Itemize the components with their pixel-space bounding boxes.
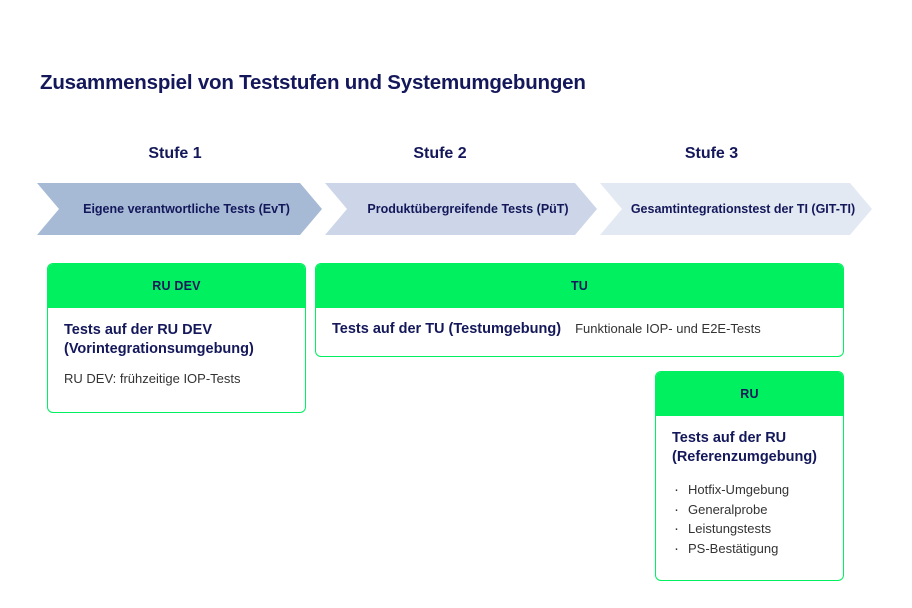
page-title: Zusammenspiel von Teststufen und Systemu…	[40, 71, 586, 94]
list-item: Hotfix-Umgebung	[672, 479, 827, 501]
stage-arrow-3: Gesamtintegrationstest der TI (GIT-TI)	[600, 183, 872, 235]
stage-arrow-2: Produktübergreifende Tests (PüT)	[325, 183, 597, 235]
environment-note-ru-dev: RU DEV: frühzeitige IOP-Tests	[64, 371, 241, 387]
stage-arrow-label-1: Eigene verantwortliche Tests (EvT)	[83, 202, 290, 216]
environment-card-tu: TU Tests auf der TU (Testumgebung) Funkt…	[315, 263, 844, 357]
stage-caption-2: Stufe 2	[413, 145, 467, 162]
list-item: Generalprobe	[672, 499, 827, 521]
stage-arrow-label-2: Produktübergreifende Tests (PüT)	[367, 202, 569, 216]
stage-caption-3: Stufe 3	[684, 145, 739, 162]
test-stage-arrow-band: Eigene verantwortliche Tests (EvT) Produ…	[37, 183, 872, 235]
environment-bullet-list-ru: Hotfix-UmgebungGeneralprobeLeistungstest…	[672, 479, 827, 560]
environment-card-ru-dev: RU DEV Tests auf der RU DEV (Vorintegrat…	[47, 263, 306, 413]
environment-body-tu: Tests auf der TU (Testumgebung) Funktion…	[316, 308, 843, 351]
environment-card-ru: RU Tests auf der RU (Referenzumgebung) H…	[655, 371, 844, 581]
environment-heading-ru-dev: Tests auf der RU DEV (Vorintegrationsumg…	[64, 322, 254, 357]
stage-arrow-label-3: Gesamtintegrationstest der TI (GIT-TI)	[630, 202, 856, 216]
environment-heading-ru: Tests auf der RU (Referenzumgebung)	[672, 430, 817, 465]
environment-body-ru-dev: Tests auf der RU DEV (Vorintegrationsumg…	[48, 308, 305, 402]
list-item: Leistungstests	[672, 518, 827, 540]
stage-caption-1: Stufe 1	[148, 145, 202, 162]
environment-header-ru: RU	[656, 372, 843, 416]
environment-header-ru-dev: RU DEV	[48, 264, 305, 308]
list-item: PS-Bestätigung	[672, 538, 827, 560]
environment-header-tu: TU	[316, 264, 843, 308]
stage-arrow-1: Eigene verantwortliche Tests (EvT)	[37, 183, 322, 235]
environment-note-tu: Funktionale IOP- und E2E-Tests	[575, 321, 761, 336]
environment-heading-tu: Tests auf der TU (Testumgebung)	[332, 321, 562, 337]
environment-body-ru: Tests auf der RU (Referenzumgebung) Hotf…	[656, 416, 843, 572]
